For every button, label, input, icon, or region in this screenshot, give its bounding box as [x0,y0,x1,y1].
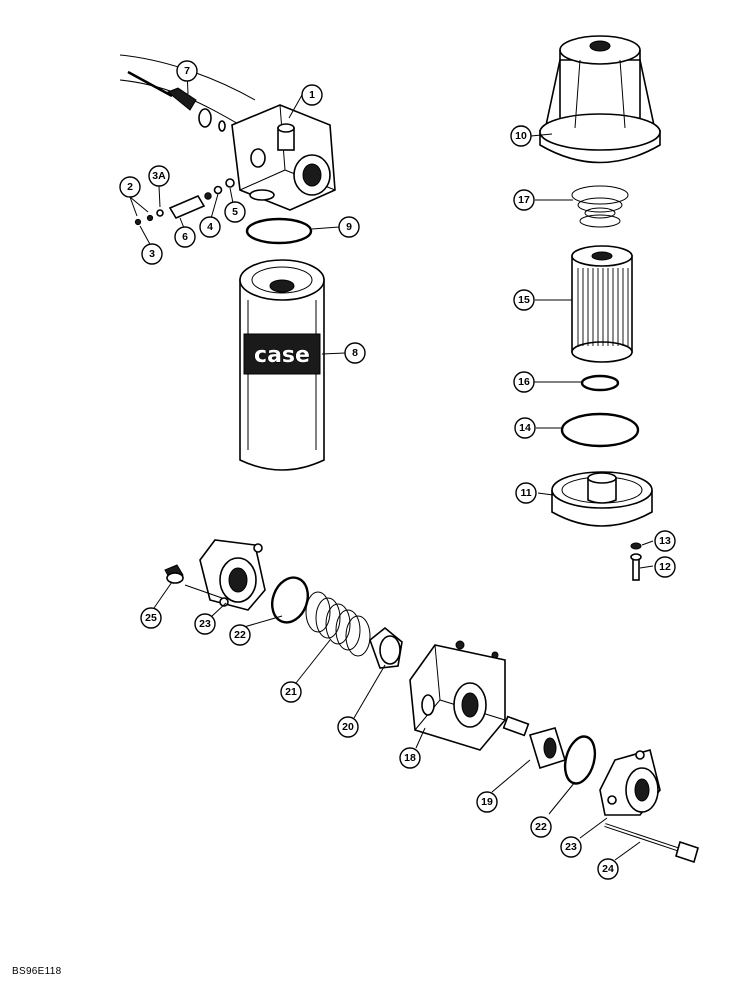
o-ring-22-right [563,735,597,785]
callout-17: 17 [513,189,535,211]
callout-19: 19 [476,791,498,813]
svg-text:18: 18 [404,752,416,764]
callout-23-left: 23 [194,613,216,635]
callout-2: 2 [119,176,141,198]
filter-head-assembly [119,54,336,226]
valve-body-18 [409,640,506,751]
svg-text:23: 23 [565,841,577,853]
svg-text:3A: 3A [152,170,166,182]
callout-13: 13 [654,530,676,552]
callout-4: 4 [199,216,221,238]
spring-17 [571,185,629,228]
svg-text:14: 14 [519,422,531,434]
callout-22-right: 22 [530,816,552,838]
svg-text:11: 11 [520,487,531,499]
o-ring-22-left [270,576,310,624]
callout-1: 1 [301,84,323,106]
o-ring-9 [245,217,313,245]
filter-canister: case [239,259,325,471]
callout-15: 15 [513,289,535,311]
svg-text:4: 4 [207,221,213,233]
svg-text:13: 13 [659,535,671,547]
svg-text:1: 1 [309,89,315,101]
callout-14: 14 [514,417,536,439]
callout-8: 8 [344,342,366,364]
svg-text:16: 16 [518,376,530,388]
callout-5: 5 [224,201,246,223]
callout-18: 18 [399,747,421,769]
svg-text:10: 10 [515,130,527,142]
svg-text:6: 6 [182,231,188,243]
svg-text:8: 8 [352,347,358,359]
svg-text:12: 12 [659,561,671,573]
svg-text:5: 5 [232,206,238,218]
callout-12: 12 [654,556,676,578]
callout-11: 11 [515,482,537,504]
valve-stem-19 [502,715,567,770]
callout-16: 16 [513,371,535,393]
capscrew-24 [604,823,699,864]
filter-element-15 [571,245,633,363]
callout-3a: 3A [148,165,170,187]
filter-housing-bowl [539,35,661,164]
callout-3: 3 [141,243,163,265]
poppet-20 [369,626,403,669]
svg-text:21: 21 [285,686,297,698]
plug-25 [164,564,184,584]
svg-text:22: 22 [234,629,246,641]
svg-text:19: 19 [481,796,493,808]
spring-21 [305,591,371,657]
svg-text:25: 25 [145,612,157,624]
o-ring-14 [560,412,640,448]
svg-text:22: 22 [535,821,547,833]
svg-text:17: 17 [518,194,530,206]
callout-10: 10 [510,125,532,147]
o-ring-16 [580,374,620,392]
figure-id-label: BS96E118 [12,966,62,977]
callout-20: 20 [337,716,359,738]
callout-25: 25 [140,607,162,629]
callout-23-right: 23 [560,836,582,858]
filter-cover-11 [551,471,653,527]
svg-text:15: 15 [518,294,530,306]
svg-text:3: 3 [149,248,155,260]
callout-21: 21 [280,681,302,703]
svg-text:20: 20 [342,721,354,733]
brand-logo-text: case [254,343,310,368]
svg-text:23: 23 [199,618,211,630]
callout-24: 24 [597,858,619,880]
callout-9: 9 [338,216,360,238]
svg-text:2: 2 [127,181,133,193]
end-cap-23-left [184,539,266,611]
callout-22-left: 22 [229,624,251,646]
svg-text:24: 24 [602,863,614,875]
svg-text:7: 7 [184,65,190,77]
end-cap-23-right [599,749,661,816]
callout-7: 7 [176,60,198,82]
svg-text:9: 9 [346,221,352,233]
screw-and-washer [630,542,642,581]
callout-6: 6 [174,226,196,248]
